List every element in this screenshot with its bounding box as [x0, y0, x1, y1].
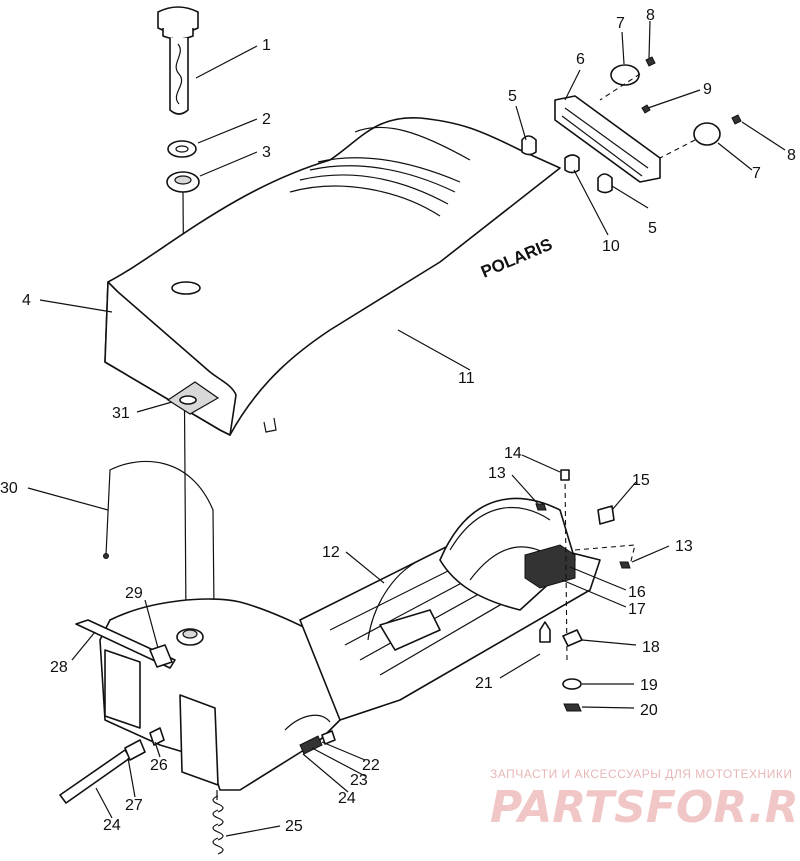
callout-18: 18 — [642, 639, 660, 656]
callout-11: 11 — [458, 370, 475, 387]
callout-5a: 5 — [508, 88, 517, 105]
clamp — [321, 730, 336, 745]
callout-21: 21 — [475, 675, 493, 692]
callout-3: 3 — [262, 144, 271, 161]
reflector — [610, 64, 640, 86]
spring — [212, 795, 224, 855]
wire-harness — [105, 460, 215, 611]
nut — [619, 561, 631, 569]
leader-lines — [27, 20, 786, 837]
rivet — [539, 621, 551, 643]
callout-26: 26 — [150, 757, 168, 774]
callout-12: 12 — [322, 544, 340, 561]
callout-16: 16 — [628, 584, 646, 601]
alignment-line — [564, 474, 568, 661]
callout-13b: 13 — [675, 538, 693, 555]
hose-fitting — [124, 739, 146, 761]
callout-31: 31 — [112, 405, 130, 422]
bulb-socket — [564, 154, 580, 174]
hose-clamp — [149, 727, 165, 746]
chassis-tunnel — [299, 497, 601, 721]
callout-7a: 7 — [616, 15, 625, 32]
fuel-cap-gauge — [157, 6, 199, 115]
switch-block — [524, 544, 576, 589]
clip — [597, 505, 615, 525]
callout-28: 28 — [50, 659, 68, 676]
callout-8a: 8 — [646, 7, 655, 24]
screw — [731, 114, 742, 125]
nut — [535, 503, 547, 511]
seat-brand-logo: POLARIS — [478, 235, 555, 282]
callout-6: 6 — [576, 51, 585, 68]
callout-19: 19 — [640, 677, 658, 694]
tank-strap — [75, 619, 176, 669]
taillight-housing — [554, 95, 661, 183]
callout-22: 22 — [362, 757, 380, 774]
callout-13a: 13 — [488, 465, 506, 482]
callout-15: 15 — [632, 472, 650, 489]
callout-23: 23 — [350, 772, 368, 789]
nut — [563, 703, 582, 712]
gasket — [167, 140, 197, 158]
bulb — [521, 135, 537, 156]
fuel-line — [367, 559, 421, 641]
callout-30: 30 — [0, 480, 18, 497]
watermark-brand: PARTSFOR.RU — [490, 782, 800, 833]
callout-2: 2 — [262, 111, 271, 128]
screw — [645, 56, 656, 67]
bracket — [562, 629, 583, 647]
fitting — [299, 735, 323, 755]
reflector — [693, 122, 721, 146]
callout-5b: 5 — [648, 220, 657, 237]
callout-20: 20 — [640, 702, 658, 719]
washer — [562, 678, 582, 690]
callout-25: 25 — [285, 818, 303, 835]
callout-4: 4 — [22, 292, 31, 309]
callout-8b: 8 — [787, 147, 796, 164]
strap-buckle — [149, 644, 173, 668]
watermark-tagline: ЗАПЧАСТИ И АКСЕССУАРЫ ДЛЯ МОТОТЕХНИКИ — [490, 767, 792, 781]
callout-7b: 7 — [752, 165, 761, 182]
callout-24b: 24 — [103, 817, 121, 834]
vent-hose — [59, 749, 131, 804]
callout-24a: 24 — [338, 790, 356, 807]
bulb — [597, 173, 613, 194]
screw — [641, 104, 651, 114]
callout-10: 10 — [602, 238, 620, 255]
callout-9: 9 — [703, 81, 712, 98]
callout-14: 14 — [504, 445, 522, 462]
callout-17: 17 — [628, 601, 646, 618]
callout-labels: 1 2 3 4 5 5 6 7 7 8 8 9 10 11 12 13 13 1… — [0, 7, 796, 835]
bolt — [560, 469, 570, 481]
callout-27: 27 — [125, 797, 143, 814]
callout-29: 29 — [125, 585, 143, 602]
callout-1: 1 — [262, 37, 271, 54]
